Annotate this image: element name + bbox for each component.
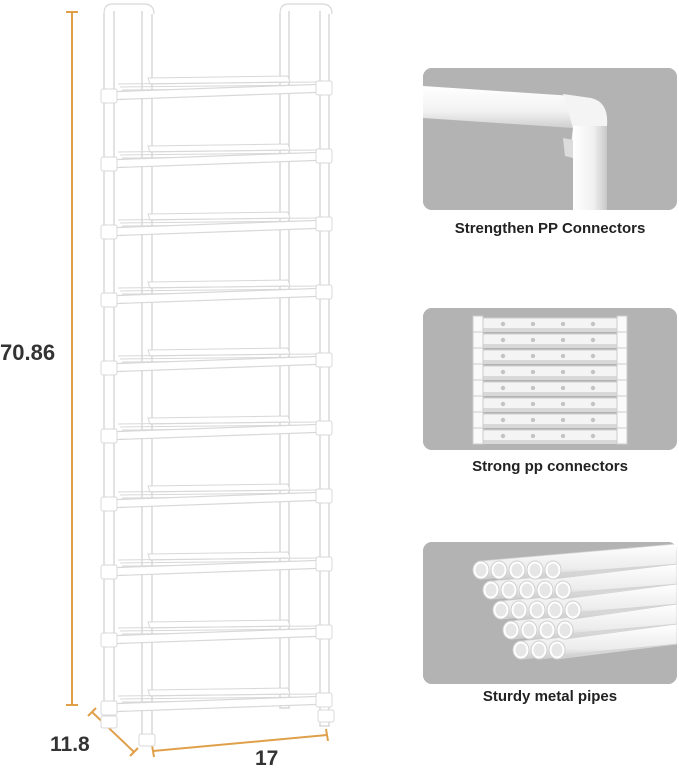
connector-strip xyxy=(472,379,628,397)
feature-caption-pipes: Sturdy metal pipes xyxy=(482,688,618,705)
rack-shelf xyxy=(100,143,333,172)
connector-strip-group xyxy=(472,315,628,445)
height-label: 70.86 xyxy=(0,340,56,365)
rack-shelf xyxy=(100,483,333,512)
rack-shelf xyxy=(100,75,333,104)
pipe-end xyxy=(556,620,574,640)
pipe-end xyxy=(472,560,490,580)
feature-panel-stack xyxy=(423,308,677,450)
rack-shelf xyxy=(100,347,333,376)
feature-panel-pipes xyxy=(423,542,677,684)
rack-shelf xyxy=(100,211,333,240)
width-label: 17 xyxy=(255,747,279,770)
pipe-end xyxy=(546,600,564,620)
pipe-end xyxy=(526,560,544,580)
feature-panel-connector xyxy=(423,68,677,210)
connector-strip xyxy=(472,395,628,413)
rack-shelf xyxy=(100,619,333,648)
rack-shelf xyxy=(100,279,333,308)
pipe-end xyxy=(554,580,572,600)
feature-caption-connector: Strengthen PP Connectors xyxy=(454,220,646,237)
pipe-end xyxy=(518,580,536,600)
connector-strip xyxy=(472,315,628,333)
pipe-end xyxy=(548,640,566,660)
pipe-end xyxy=(538,620,556,640)
rack-shelf xyxy=(100,415,333,444)
pipe-end xyxy=(528,600,546,620)
pipe-end xyxy=(544,560,562,580)
pipe-end xyxy=(564,600,582,620)
depth-label: 11.8 xyxy=(50,733,90,756)
corner-connector-icon xyxy=(423,68,677,210)
connector-strip xyxy=(472,347,628,365)
pipe-end xyxy=(492,600,510,620)
rack-feet xyxy=(100,709,335,747)
pipe-end xyxy=(520,620,538,640)
connector-strip xyxy=(472,331,628,349)
rack-shelf xyxy=(100,551,333,580)
width-dimension-line xyxy=(151,728,329,758)
pipe-end xyxy=(482,580,500,600)
pipe-group xyxy=(472,543,677,660)
height-dimension-line xyxy=(66,11,78,706)
connector-strip xyxy=(472,427,628,445)
pipe-end xyxy=(502,620,520,640)
depth-dimension-line xyxy=(87,707,139,757)
pipe-bundle-icon xyxy=(423,542,677,684)
pipe-end xyxy=(510,600,528,620)
pipe-end xyxy=(500,580,518,600)
pipe-end xyxy=(512,640,530,660)
feature-caption-stack: Strong pp connectors xyxy=(472,458,628,475)
connector-strip xyxy=(472,363,628,381)
pipe-end xyxy=(508,560,526,580)
pipe-end xyxy=(490,560,508,580)
pipe-end xyxy=(536,580,554,600)
rack-shelf xyxy=(100,687,333,716)
connector-stack-icon xyxy=(423,308,677,450)
connector-strip xyxy=(472,411,628,429)
pipe-end xyxy=(530,640,548,660)
